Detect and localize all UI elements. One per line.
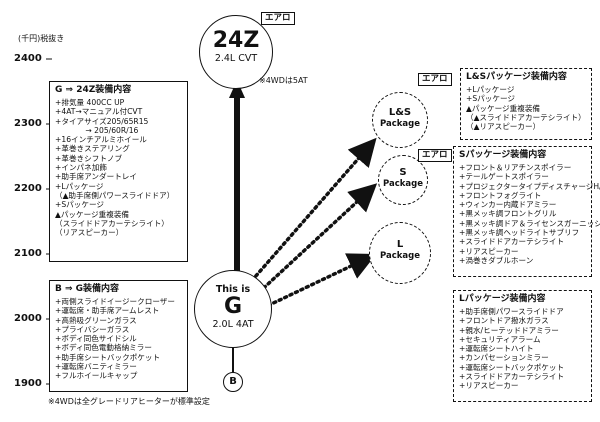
ls-package-aero-tag: エアロ [418,73,452,86]
list-item: +Lパッケージ [55,181,104,191]
arrow-to-l-package [261,253,377,310]
list-item: +ボディ同色サイドシル [55,334,137,344]
model-24z-name: 24Z [212,28,260,53]
s-package-node: S Package [378,155,428,205]
model-b-name: B [229,376,237,387]
s-package-label: Package [382,179,423,189]
list-item: +フロント＆リアチンスポイラー [459,163,572,172]
axis-tick-label-2200: 2200 [14,183,42,194]
model-24z-node: 24Z 2.4L CVT [199,15,273,89]
axis-tick-label-2400: 2400 [14,53,42,64]
list-item: （▲リアスピーカー） [466,122,541,132]
list-item: ▲パッケージ重複装備 [55,209,130,219]
list-item: +両側スライドイージークローザー [55,297,175,306]
model-24z-spec: 2.4L CVT [214,53,258,64]
list-item: +スライドドアカーテシライト [459,237,565,247]
axis-tick-label-1900: 1900 [14,378,42,389]
list-item: ▲パッケージ重複装備 [466,103,541,113]
list-item: +フロントフォグライト [459,190,542,200]
axis-unit-label: (千円)税抜き [18,34,65,43]
axis-tick-label-2000: 2000 [14,313,42,324]
ls-package-name: L&S [388,107,412,118]
list-item: +助手席アンダートレイ [55,172,137,182]
ls-package-box-title: L&Sパッケージ装備内容 [466,72,567,82]
model-g-prefix: This is [215,284,251,295]
list-item: +黒メッキ調フロントグリル [459,209,557,219]
ls-package-node: L&S Package [372,92,428,148]
s-package-name: S [399,167,407,178]
list-item: → 205/60R/16 [55,125,139,135]
s-package-equipment-box: Sパッケージ装備内容 +フロント＆リアチンスポイラー +テールゲートスポイラー … [453,146,600,277]
list-item: +16インチアルミホイール [55,135,147,145]
l-package-name: L [396,239,404,250]
list-item: +革巻きステアリング [55,144,130,154]
list-item: （リアスピーカー） [55,228,124,238]
model-g-node: This is G 2.0L 4AT [194,270,272,348]
l-package-label: Package [379,251,420,261]
l-package-node: L Package [369,222,431,284]
list-item: +リアスピーカー [459,246,519,256]
list-item: +運転席シートバックポケット [459,362,565,372]
list-item: +Sパッケージ [55,200,104,210]
list-item: +4AT→マニュアル付CVT [55,107,143,117]
list-item: +革巻きシフトノブ [55,153,123,163]
ls-package-label: Package [379,119,420,129]
list-item: （▲スライドドアカーテシライト） [466,112,586,122]
list-item: +テールゲートスポイラー [459,172,549,182]
list-item: （スライドドアカーテシライト） [55,218,169,228]
list-item: +フロントドア撥水ガラス [459,316,549,326]
main-upgrade-arrowhead [229,80,245,98]
list-item: +インパネ加飾 [55,163,107,173]
list-item: +運転席バニティミラー [55,362,137,372]
list-item: +リアスピーカー [459,381,519,391]
list-item: +親水/ヒーテッドドアミラー [459,325,559,335]
model-g-name: G [223,294,243,319]
list-item: +高熱吸グリーンガラス [55,315,137,325]
list-item: +運転席シートハイト [459,344,534,354]
arrow-to-ls-package [246,137,377,287]
model-24z-note: ※4WDは5AT [259,76,308,85]
list-item: +プロジェクタータイプディスチャージH/L [459,181,600,191]
list-item: +黒メッキ調ヘッドライトサブリフ [459,228,580,238]
list-item: +カンパセーションミラー [459,353,549,363]
list-item: +黒メッキ調ドア＆ライセンスガーニッシュ [459,218,600,228]
list-item: （▲助手席側パワースライドドア） [55,190,175,200]
list-item: +セキュリティアラーム [459,334,541,344]
list-item: +フルホイールキャップ [55,371,138,381]
list-item: +渦巻きダブルホーン [459,255,534,265]
s-package-box-title: Sパッケージ装備内容 [459,150,547,160]
list-item: +プライバシーガラス [55,324,130,334]
s-package-aero-tag: エアロ [418,149,452,162]
l-package-box-title: Lパッケージ装備内容 [459,294,546,304]
b-to-g-equipment-box: B ⇒ G装備内容 +両側スライドイージークローザー +運転席・助手席アームレス… [49,280,188,392]
b-to-g-title: B ⇒ G装備内容 [55,284,120,294]
list-item: +Sパッケージ [466,94,515,104]
list-item: +ウィンカー内蔵ドアミラー [459,200,557,210]
axis-tick-label-2100: 2100 [14,248,42,259]
model-24z-aero-tag: エアロ [261,12,295,25]
ls-package-equipment-box: L&Sパッケージ装備内容 +Lパッケージ +Sパッケージ ▲パッケージ重複装備 … [460,68,592,140]
list-item: +助手席シートバックポケット [55,352,161,362]
list-item: +助手席側パワースライドドア [459,307,564,316]
list-item: +Lパッケージ [466,85,515,94]
model-g-spec: 2.0L 4AT [212,319,254,330]
l-package-equipment-box: Lパッケージ装備内容 +助手席側パワースライドドア +フロントドア撥水ガラス +… [453,290,592,402]
list-item: +運転席・助手席アームレスト [55,306,160,316]
model-b-node: B [223,372,243,392]
list-item: +スライドドアカーテシライト [459,372,565,382]
list-item: +排気量 400CC UP [55,98,125,107]
g-to-24z-equipment-box: G ⇒ 24Z装備内容 +排気量 400CC UP +4AT→マニュアル付CVT… [49,81,188,262]
list-item: +タイアサイズ205/65R15 [55,116,149,126]
g-to-24z-title: G ⇒ 24Z装備内容 [55,85,132,95]
arrow-to-s-package [253,183,378,298]
axis-tick-label-2300: 2300 [14,118,42,129]
list-item: +ボディ同色電動格納ミラー [55,343,152,353]
b-to-g-footnote: ※4WDは全グレードリアヒーターが標準設定 [48,397,210,406]
